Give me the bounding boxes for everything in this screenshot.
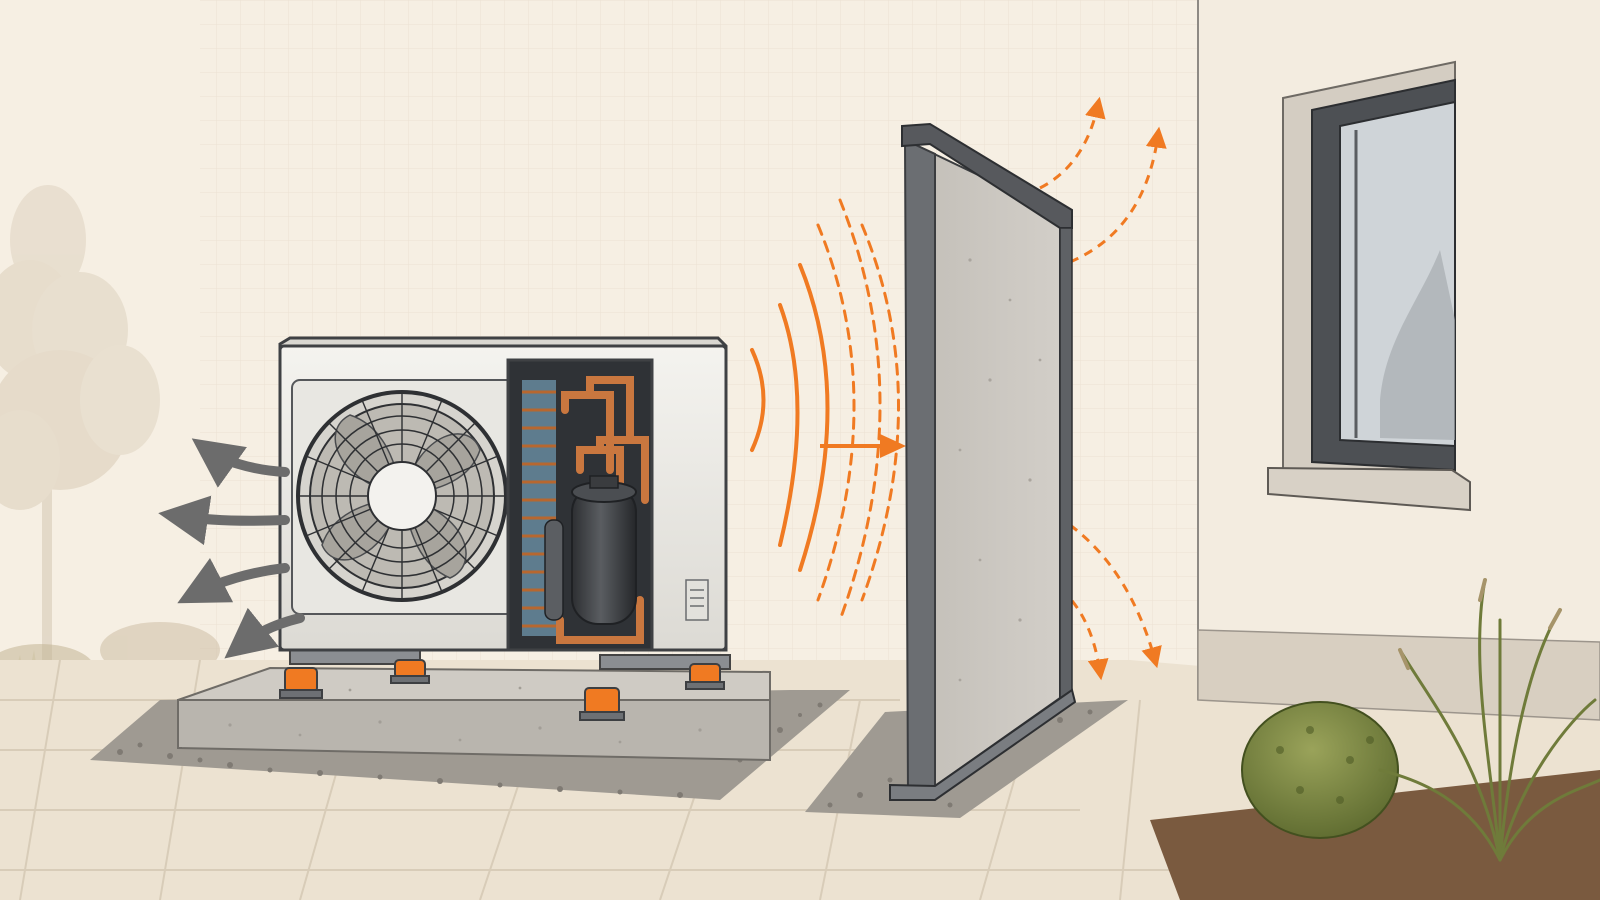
accumulator [544, 519, 564, 621]
internal-compartment [506, 358, 654, 652]
airflow-arrows [158, 438, 305, 659]
sound-waves [750, 198, 900, 622]
ornamental-grass [1378, 578, 1600, 862]
mulch-bed [1150, 770, 1600, 900]
fan-guard [296, 390, 508, 602]
copper-piping [556, 376, 649, 644]
background-tree-left [0, 185, 160, 660]
shrub [1241, 701, 1399, 839]
sound-arrow-to-barrier [820, 434, 906, 458]
window [1267, 60, 1471, 512]
grass-plumes [1398, 578, 1562, 670]
acoustic-barrier-wall [889, 122, 1077, 801]
gravel-stones [117, 702, 823, 798]
concrete-pad [176, 666, 771, 762]
compressor [571, 475, 637, 625]
heat-exchanger-coil [522, 380, 556, 636]
deflected-sound-arrows [1039, 96, 1167, 681]
